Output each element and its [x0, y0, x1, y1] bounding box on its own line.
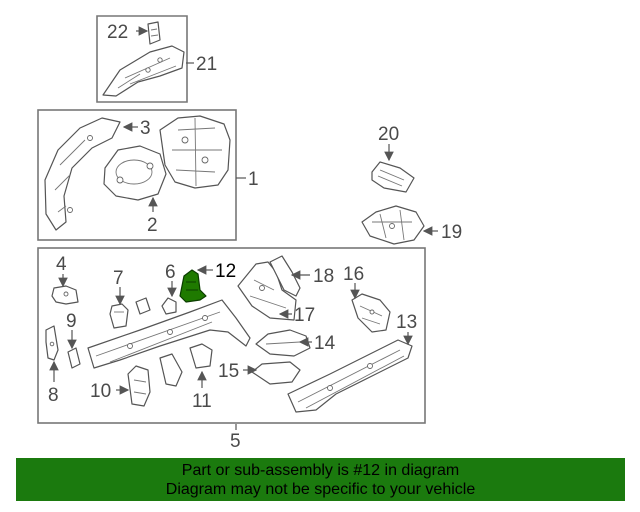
- info-banner: Part or sub-assembly is #12 in diagram D…: [16, 458, 625, 501]
- part-14-crossmember[interactable]: [255, 329, 311, 357]
- parts-diagram: 22 21 3 1 2 20 19 4 6 12 18 7 16 17 9 13…: [37, 15, 462, 452]
- callout-2: 2: [147, 215, 158, 236]
- callout-16: 16: [343, 264, 364, 285]
- leader-lines: [49, 26, 438, 430]
- part-5-frame-rail[interactable]: [87, 299, 251, 369]
- part-22-bracket[interactable]: [147, 21, 161, 45]
- callout-3: 3: [140, 118, 151, 139]
- part-15-brace[interactable]: [251, 361, 301, 385]
- panel-frame-middle: [37, 109, 237, 241]
- callout-10: 10: [90, 381, 111, 402]
- callout-labels: 22 21 3 1 2 20 19 4 6 12 18 7 16 17 9 13…: [48, 22, 462, 452]
- part-13-lower-rail[interactable]: [287, 339, 413, 413]
- part-19-panel[interactable]: [361, 205, 425, 245]
- callout-19: 19: [441, 222, 462, 243]
- part-12-highlighted-bracket[interactable]: [179, 269, 207, 303]
- part-3-apron-reinforcement[interactable]: [44, 117, 121, 231]
- callout-17: 17: [294, 305, 315, 326]
- part-1-wheelhouse-assembly[interactable]: [159, 115, 231, 189]
- banner-line-1: Part or sub-assembly is #12 in diagram: [181, 462, 460, 479]
- banner-line-2: Diagram may not be specific to your vehi…: [165, 481, 476, 498]
- part-21-rail-extension[interactable]: [102, 45, 185, 97]
- callout-12: 12: [215, 261, 236, 282]
- callout-18: 18: [313, 266, 334, 287]
- callout-5: 5: [230, 431, 241, 452]
- part-2-strut-tower[interactable]: [103, 145, 167, 201]
- callout-8: 8: [48, 385, 59, 406]
- part-11-bracket[interactable]: [159, 343, 213, 387]
- callout-1: 1: [248, 169, 259, 190]
- part-18-reinforcement[interactable]: [237, 261, 297, 321]
- callout-11: 11: [192, 391, 212, 412]
- callout-22: 22: [107, 22, 128, 43]
- callout-20: 20: [378, 124, 399, 145]
- callout-7: 7: [113, 268, 124, 289]
- part-4-clip[interactable]: [51, 285, 79, 305]
- part-17-panel[interactable]: [269, 255, 301, 297]
- part-16-bracket[interactable]: [351, 293, 391, 333]
- callout-15: 15: [218, 361, 239, 382]
- part-6-gusset[interactable]: [135, 297, 177, 315]
- part-7-bracket[interactable]: [109, 303, 129, 329]
- panel-frame-bottom: [37, 247, 426, 424]
- part-9-plate[interactable]: [67, 347, 81, 369]
- callout-6: 6: [165, 262, 176, 283]
- callout-4: 4: [56, 254, 67, 275]
- callout-9: 9: [66, 311, 77, 332]
- panel-frame-top: [96, 15, 188, 103]
- part-10-bracket[interactable]: [127, 365, 151, 407]
- callout-21: 21: [196, 54, 217, 75]
- part-20-bracket[interactable]: [371, 161, 415, 193]
- callout-14: 14: [314, 333, 336, 354]
- part-8-brace[interactable]: [45, 325, 59, 361]
- callout-13: 13: [396, 312, 417, 333]
